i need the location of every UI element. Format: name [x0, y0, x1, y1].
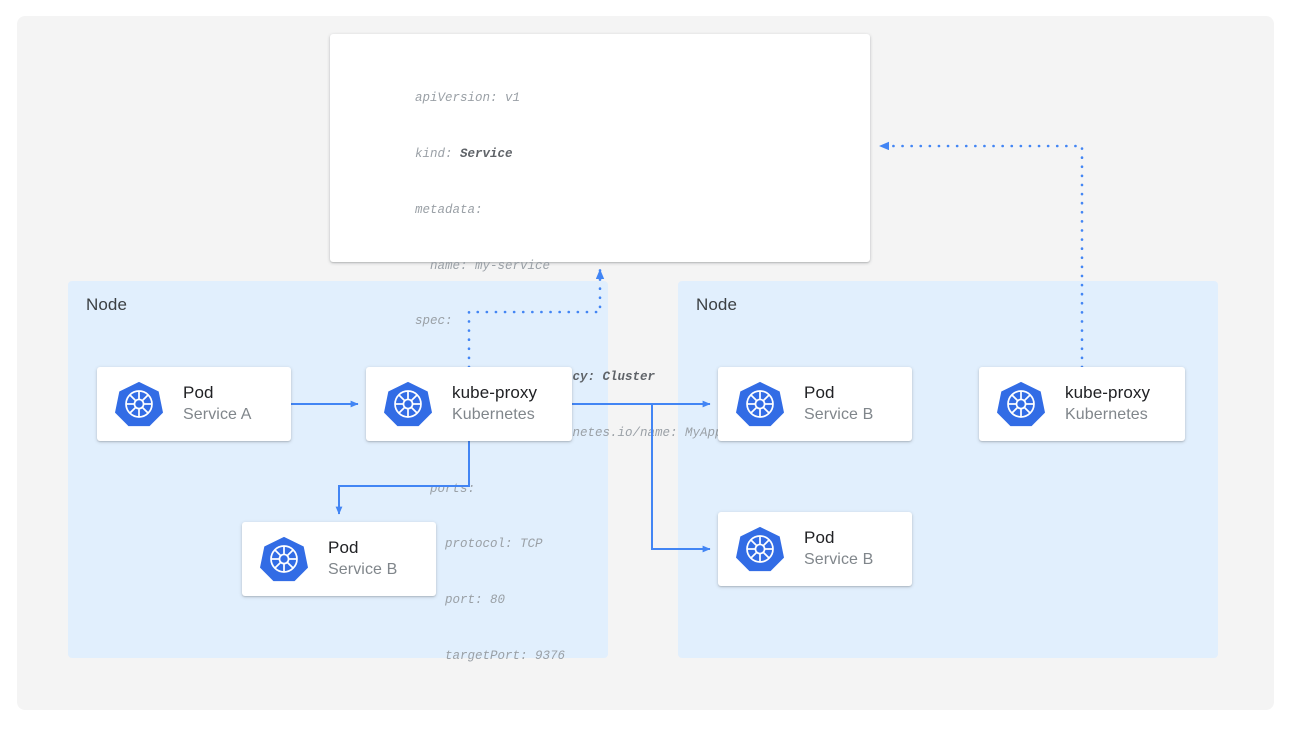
- card-pod-service-a[interactable]: Pod Service A: [97, 367, 291, 441]
- node-panel-right: Node: [678, 281, 1218, 658]
- yaml-line: port: 80: [415, 593, 506, 608]
- card-title: kube-proxy: [452, 383, 538, 402]
- card-subtitle: Kubernetes: [1065, 406, 1148, 423]
- card-pod-service-b-remote-bottom[interactable]: Pod Service B: [718, 512, 912, 586]
- card-title: kube-proxy: [1065, 383, 1151, 402]
- kubernetes-icon: [736, 381, 784, 427]
- card-pod-service-b-local[interactable]: Pod Service B: [242, 522, 436, 596]
- yaml-kind-value: Service: [460, 146, 513, 161]
- kubernetes-icon: [997, 381, 1045, 427]
- kubernetes-icon: [115, 381, 163, 427]
- card-subtitle: Service A: [183, 406, 252, 423]
- node-label-right: Node: [696, 295, 738, 314]
- card-kube-proxy-right[interactable]: kube-proxy Kubernetes: [979, 367, 1185, 441]
- kubernetes-icon: [260, 536, 308, 582]
- yaml-line: name: my-service: [415, 258, 551, 273]
- yaml-line: apiVersion: v1: [415, 91, 521, 106]
- card-pod-service-b-remote-top[interactable]: Pod Service B: [718, 367, 912, 441]
- yaml-line: metadata:: [415, 202, 483, 217]
- yaml-line: ports:: [415, 481, 476, 496]
- card-title: Pod: [804, 528, 835, 547]
- card-kube-proxy-left[interactable]: kube-proxy Kubernetes: [366, 367, 572, 441]
- card-title: Pod: [804, 383, 835, 402]
- yaml-line: kind: Service: [415, 146, 513, 161]
- node-label-left: Node: [86, 295, 128, 314]
- card-title: Pod: [328, 538, 359, 557]
- yaml-line: spec:: [415, 314, 453, 329]
- kubernetes-icon: [736, 526, 784, 572]
- card-title: Pod: [183, 383, 214, 402]
- yaml-line: - protocol: TCP: [415, 537, 543, 552]
- card-subtitle: Service B: [804, 551, 874, 568]
- yaml-line: targetPort: 9376: [415, 649, 566, 663]
- card-subtitle: Kubernetes: [452, 406, 535, 423]
- card-subtitle: Service B: [328, 561, 398, 578]
- kubernetes-icon: [384, 381, 432, 427]
- service-manifest-card: apiVersion: v1 kind: Service metadata: n…: [330, 34, 870, 663]
- card-subtitle: Service B: [804, 406, 874, 423]
